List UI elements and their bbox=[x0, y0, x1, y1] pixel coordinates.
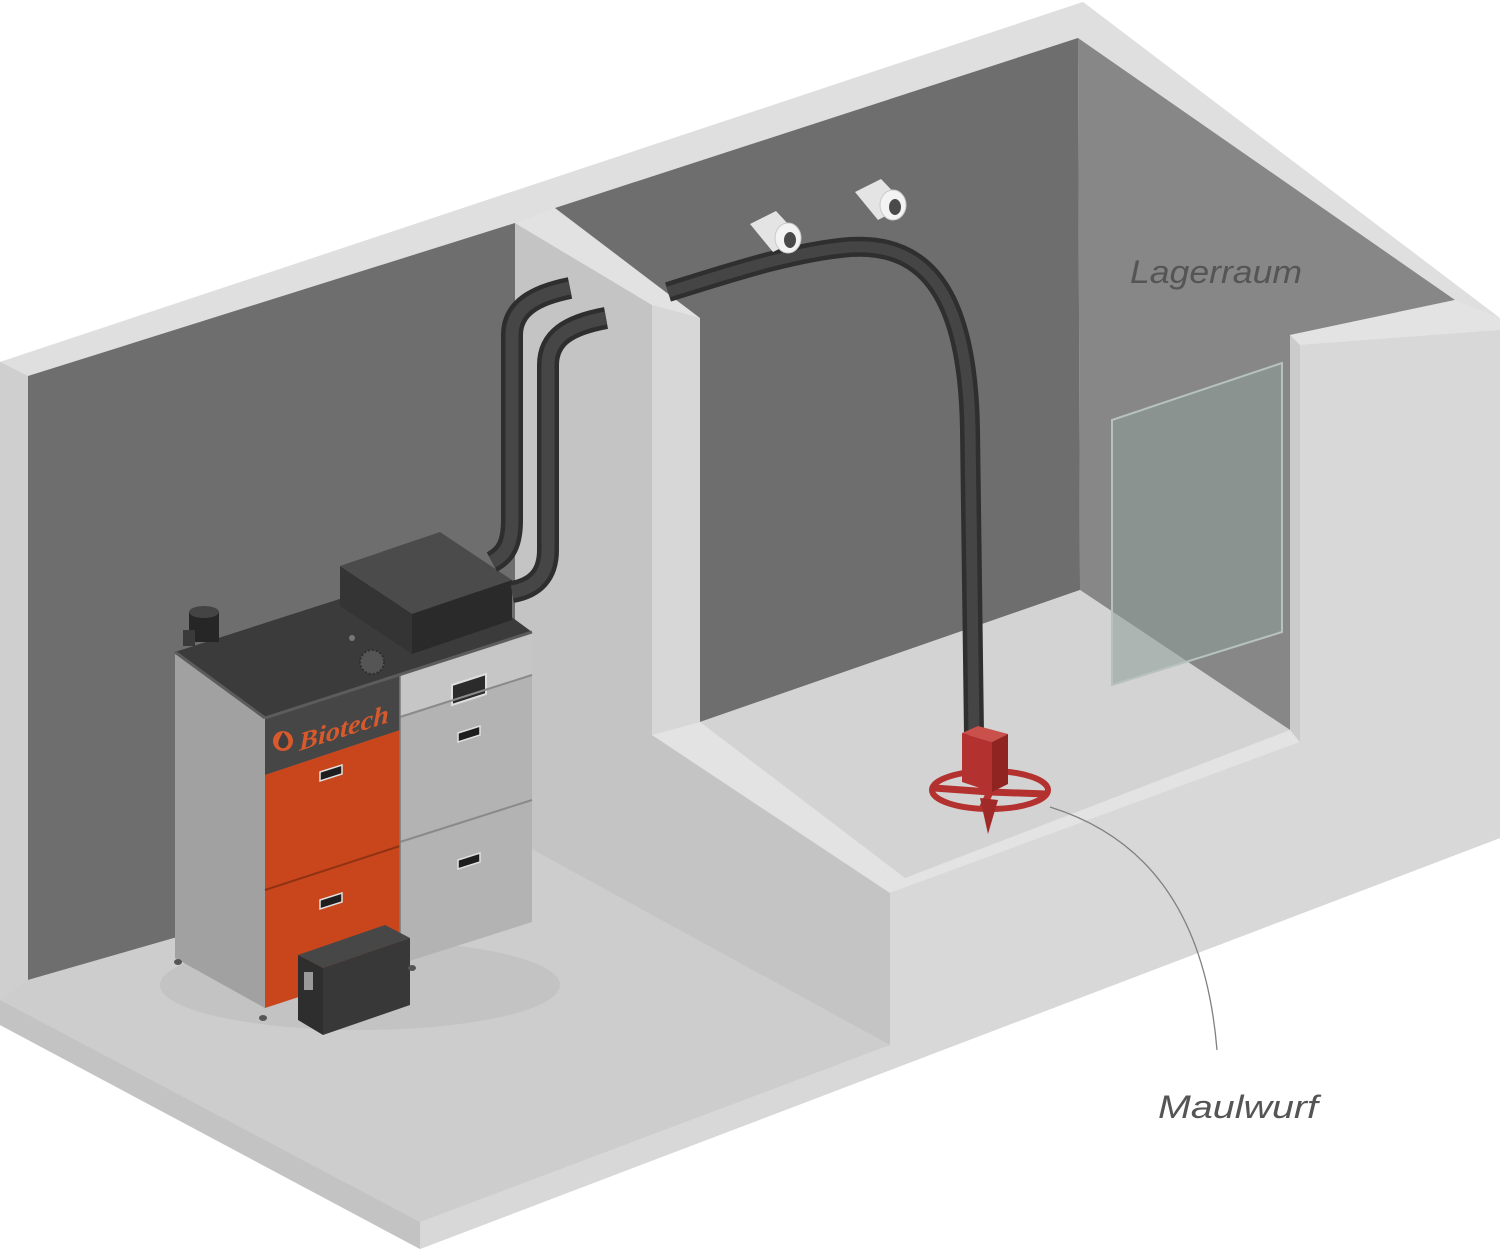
mole-arm bbox=[989, 788, 1047, 798]
low-partition-top bbox=[652, 722, 905, 893]
glass-inspection-pane bbox=[1111, 361, 1283, 687]
boiler-foot bbox=[174, 959, 182, 965]
left-wall-cut-face bbox=[0, 362, 28, 1000]
mole-body-front bbox=[962, 733, 992, 792]
flue-outlet-collar bbox=[183, 630, 195, 646]
suction-hose bbox=[666, 241, 980, 736]
gray-door-seam-middle bbox=[399, 799, 533, 843]
mole-extractor bbox=[929, 726, 1051, 834]
mole-body-side bbox=[992, 734, 1008, 792]
boiler-top-front-edge bbox=[264, 630, 533, 720]
boiler-logo-band bbox=[265, 675, 400, 775]
building-front-face bbox=[420, 330, 1500, 1249]
boiler-left-face bbox=[175, 652, 265, 1008]
hopper-right-face bbox=[412, 580, 512, 654]
top-indicator-dot bbox=[349, 635, 355, 641]
hopper-left-face bbox=[340, 566, 412, 654]
mole-label: Maulwurf bbox=[1158, 1089, 1322, 1125]
pellet-hopper-box bbox=[340, 532, 512, 654]
partition-wall-end-face bbox=[652, 305, 700, 735]
suction-pipe-2 bbox=[510, 311, 608, 599]
handle-icon bbox=[457, 851, 481, 871]
wall-port-1-hole bbox=[784, 232, 796, 248]
corner-wall-step-face bbox=[1290, 335, 1300, 742]
gray-door-seam-top bbox=[399, 674, 533, 718]
storage-room-back-wall bbox=[555, 38, 1080, 722]
suction-pipes bbox=[486, 277, 609, 603]
ash-box-front-face bbox=[323, 938, 410, 1035]
partition-wall-top bbox=[515, 208, 700, 318]
partition-wall-side-face bbox=[515, 223, 890, 1045]
storage-room-label: Lagerraum bbox=[1130, 254, 1302, 290]
storage-hose bbox=[665, 236, 984, 736]
mole-leader-line bbox=[1049, 806, 1218, 1051]
flame-logo-icon-inner bbox=[278, 732, 289, 749]
mole-body-top bbox=[962, 726, 1008, 742]
flue-outlet bbox=[183, 606, 219, 646]
corner-wall-top bbox=[1290, 300, 1500, 345]
hopper-top bbox=[340, 532, 512, 614]
wall-connection-ports bbox=[750, 179, 907, 254]
storage-front-wall-top bbox=[890, 730, 1300, 893]
handle-icon bbox=[319, 891, 343, 911]
boiler-top-left-edge bbox=[174, 650, 266, 720]
ash-box bbox=[298, 925, 410, 1035]
vent-grille-icon bbox=[359, 649, 385, 675]
wall-port-2-hole bbox=[889, 199, 901, 215]
mole-arm bbox=[933, 784, 991, 796]
pellet-boiler: Biotech bbox=[160, 532, 560, 1035]
ash-box-latch-icon bbox=[304, 972, 313, 990]
flue-outlet-top bbox=[189, 606, 219, 618]
orange-door-seam bbox=[264, 845, 401, 891]
boiler-foot bbox=[408, 965, 416, 971]
ash-box-top bbox=[298, 925, 410, 968]
boiler-control-panel bbox=[400, 632, 532, 717]
handle-icon bbox=[457, 724, 481, 744]
floor-slab-side-face bbox=[0, 1000, 420, 1249]
mole-fin bbox=[980, 798, 998, 834]
boiler-gray-front bbox=[400, 632, 532, 964]
boiler-foot bbox=[259, 1015, 267, 1021]
suction-pipe-1 bbox=[488, 281, 572, 568]
handle-icon bbox=[319, 763, 343, 783]
